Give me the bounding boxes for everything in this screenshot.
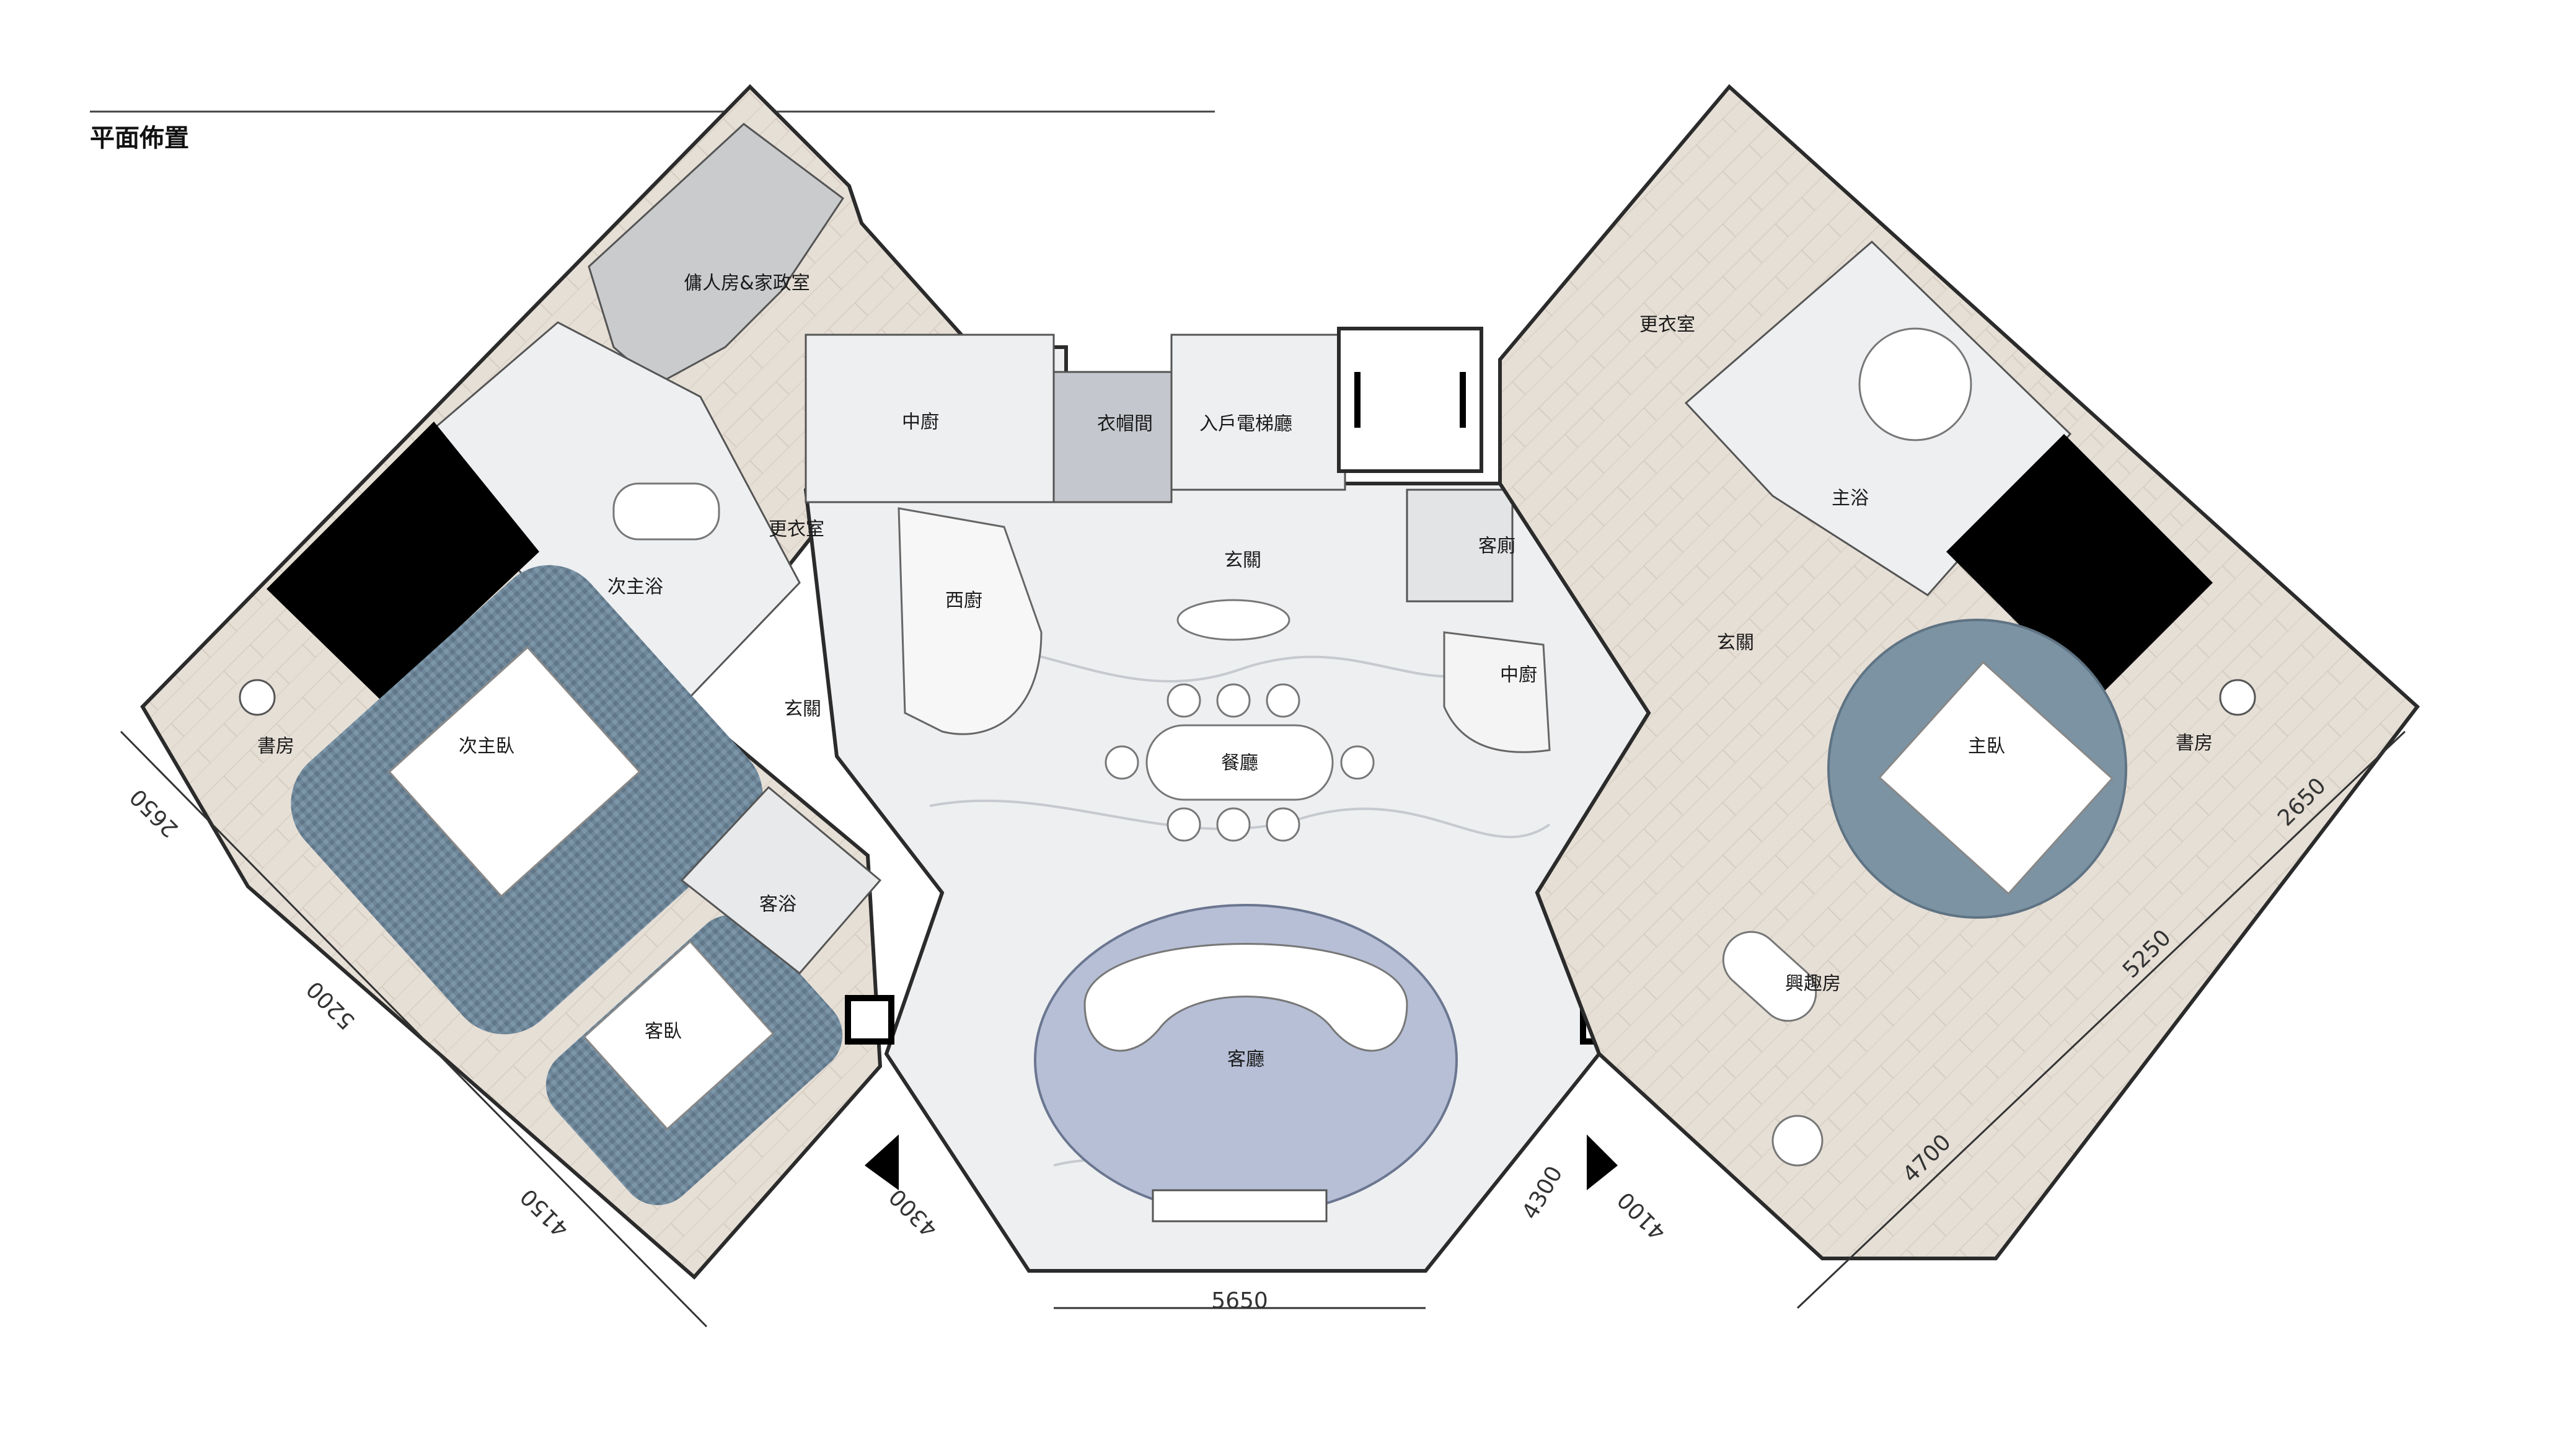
hobby-room-table [1722, 931, 1817, 1022]
label-second-master-bath: 次主浴 [607, 577, 663, 598]
dining-chair-icon [1266, 807, 1300, 842]
guest-toilet-floor [1406, 488, 1514, 603]
entrance-arrow-right-icon [1587, 1134, 1618, 1190]
guest-bed [583, 940, 775, 1131]
dining-chair-icon [1216, 683, 1251, 718]
dining-chair-icon [1340, 745, 1375, 780]
second-master-bed [388, 646, 641, 898]
label-living-room: 客廳 [1227, 1049, 1264, 1071]
right-black-shaft [1946, 434, 2213, 701]
study-right-chair-icon [2219, 679, 2256, 716]
dimension-lines [120, 730, 2406, 1328]
study-left-chair-icon [239, 679, 276, 716]
hobby-room-chair-icon [1771, 1115, 1824, 1167]
dim-line-left [120, 730, 708, 1328]
page-title: 平面佈置 [90, 124, 189, 153]
master-bed [1878, 661, 2114, 895]
dining-table [1145, 724, 1334, 801]
column-left [845, 995, 894, 1045]
cloakroom-floor [1052, 371, 1173, 503]
label-foyer-right: 玄關 [1717, 632, 1754, 654]
label-middle-kitchen-left: 中廚 [902, 412, 939, 433]
second-master-bathtub [612, 482, 720, 541]
label-western-kitchen: 西廚 [945, 590, 982, 612]
label-elevator-lobby: 入戶電梯廳 [1199, 413, 1292, 435]
left-black-shaft [267, 422, 539, 701]
label-middle-kitchen-right: 中廚 [1500, 665, 1537, 686]
label-guest-bath: 客浴 [759, 894, 796, 916]
dining-chair-icon [1167, 683, 1201, 718]
label-dining-room: 餐廳 [1221, 753, 1258, 774]
foyer-console [1176, 599, 1290, 641]
living-room-sofa [1083, 943, 1408, 1052]
entrance-arrow-left-icon [865, 1134, 899, 1190]
label-foyer-center: 玄關 [1224, 550, 1261, 572]
label-hobby-room: 興趣房 [1785, 973, 1841, 995]
label-master-bedroom: 主臥 [1968, 736, 2005, 758]
label-master-bath: 主浴 [1832, 488, 1869, 510]
dining-chair-icon [1167, 807, 1201, 842]
label-study-left: 書房 [257, 736, 294, 758]
elevator-shaft [1337, 327, 1483, 473]
label-guest-toilet: 客廁 [1478, 536, 1515, 557]
room-labels: 傭人房&家政室 中廚 衣帽間 入戶電梯廳 更衣室 主浴 更衣室 次主浴 西廚 玄… [257, 273, 2213, 1071]
tv-console [1152, 1189, 1328, 1222]
master-bath-round-tub [1858, 327, 1972, 441]
western-kitchen-counter [898, 507, 1043, 735]
label-foyer-left: 玄關 [784, 699, 821, 720]
servant-room-floor [588, 123, 845, 386]
dining-chair-icon [1216, 807, 1251, 842]
dim-bottom: 5650 [1211, 1288, 1268, 1314]
middle-kitchen-right-counter [1443, 631, 1551, 753]
label-servant-room: 傭人房&家政室 [684, 273, 809, 294]
dim-line-right [1796, 730, 2406, 1309]
label-cloakroom: 衣帽間 [1097, 413, 1153, 435]
label-second-master-bedroom: 次主臥 [459, 736, 514, 758]
center-area [803, 327, 1651, 1273]
left-wing [140, 84, 969, 1280]
label-guest-bedroom: 客臥 [645, 1021, 682, 1043]
label-walkin-closet-left: 更衣室 [769, 519, 824, 541]
label-walkin-closet-right: 更衣室 [1639, 314, 1695, 336]
dining-chair-icon [1266, 683, 1300, 718]
guest-bath-floor [680, 785, 882, 975]
label-study-right: 書房 [2176, 733, 2213, 754]
elevator-lobby-floor [1170, 334, 1346, 491]
right-wing [1498, 84, 2420, 1260]
middle-kitchen-left-floor [805, 334, 1055, 503]
dining-chair-icon [1105, 745, 1139, 780]
